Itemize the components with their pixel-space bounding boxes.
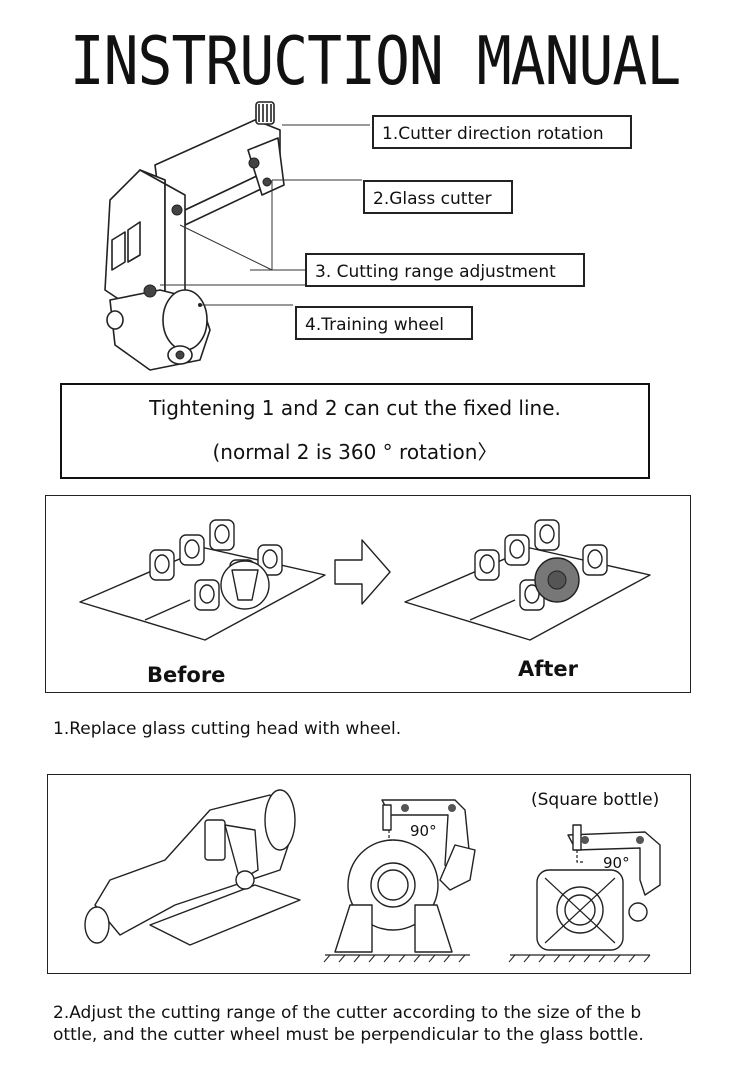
bottle-adjustment-panel [47,774,691,974]
callout-cutting-range-adjustment: 3. Cutting range adjustment [305,253,585,287]
step-2-caption-line-1: 2.Adjust the cutting range of the cutter… [53,1003,642,1023]
note-line-2: (normal 2 is 360 ° rotation〉 [212,440,498,464]
before-label: Before [147,663,226,687]
angle-label-round: 90° [410,822,437,840]
callout-cutter-direction-rotation: 1.Cutter direction rotation [372,115,632,149]
callout-glass-cutter: 2.Glass cutter [363,180,513,214]
note-line-1: Tightening 1 and 2 can cut the fixed lin… [149,396,561,420]
tightening-note-box: Tightening 1 and 2 can cut the fixed lin… [60,383,650,479]
square-bottle-label: (Square bottle) [531,790,660,810]
cutter-assembly-illustration [104,101,370,371]
step-1-caption: 1.Replace glass cutting head with wheel. [53,719,402,739]
before-after-panel [45,495,691,693]
angle-label-square: 90° [603,854,630,872]
manual-title: INSTRUCTION MANUAL [69,22,682,101]
after-label: After [518,657,579,681]
step-2-caption-line-2: ottle, and the cutter wheel must be perp… [53,1025,644,1045]
callout-training-wheel: 4.Training wheel [295,306,473,340]
